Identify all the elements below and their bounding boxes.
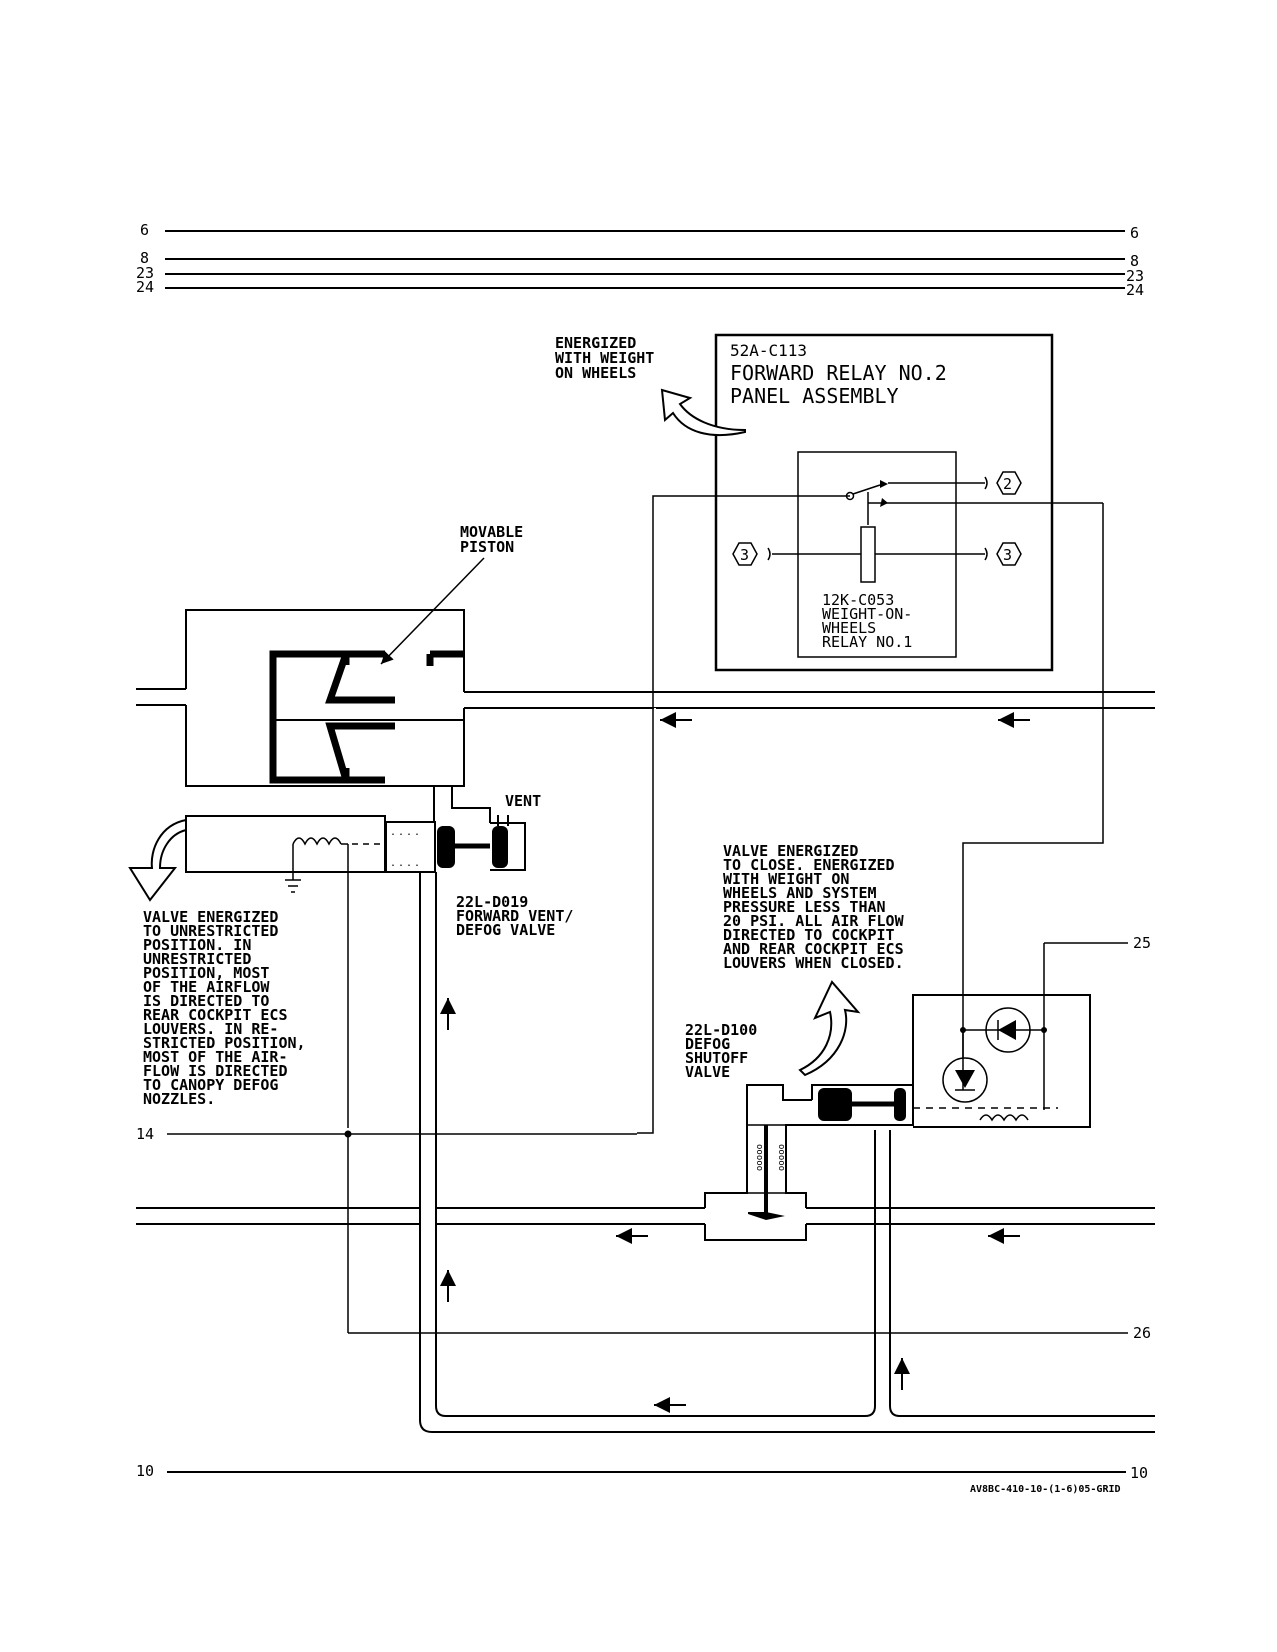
svg-text:ooooo: ooooo [754,1144,764,1171]
svg-text:FORWARD VENT/: FORWARD VENT/ [456,907,573,925]
wire-label-24-right: 24 [1126,281,1144,299]
wire-6: 6 6 [140,221,1139,242]
svg-text:PRESSURE LESS THAN: PRESSURE LESS THAN [723,898,886,916]
curved-arrow-icon [128,818,187,902]
svg-text:ooooo: ooooo [776,1144,786,1171]
vent-valve-label: 22L-D019 FORWARD VENT/ DEFOG VALVE [456,893,573,939]
svg-text:VALVE ENERGIZED: VALVE ENERGIZED [143,908,278,926]
note-movable-piston: MOVABLE PISTON [460,523,523,556]
svg-text:DEFOG: DEFOG [685,1035,730,1053]
defog-shutoff-valve: ooooo ooooo [704,942,1128,1241]
svg-text:DEFOG VALVE: DEFOG VALVE [456,921,555,939]
wire-label-6-right: 6 [1130,224,1139,242]
svg-text:VALVE ENERGIZED: VALVE ENERGIZED [723,842,858,860]
svg-text:STRICTED POSITION,: STRICTED POSITION, [143,1034,306,1052]
svg-text:MOVABLE: MOVABLE [460,523,523,541]
svg-text:FLOW IS DIRECTED: FLOW IS DIRECTED [143,1062,288,1080]
upper-duct [136,688,1155,721]
wire-label-8-left: 8 [140,249,149,267]
wire-label-8-right: 8 [1130,252,1139,270]
svg-text:20 PSI. ALL AIR FLOW: 20 PSI. ALL AIR FLOW [723,912,905,930]
shutoff-valve-label: 22L-D100 DEFOG SHUTOFF VALVE [685,1021,757,1081]
svg-text:VALVE: VALVE [685,1063,730,1081]
vent-defog-solenoid: .... .... [185,786,526,1128]
figure-id: AV8BC-410-10-(1-6)05-GRID [970,1484,1121,1495]
wire-label-14: 14 [136,1125,154,1143]
svg-text:3: 3 [1003,546,1012,564]
svg-text:ON WHEELS: ON WHEELS [555,364,636,382]
svg-text:LOUVERS WHEN CLOSED.: LOUVERS WHEN CLOSED. [723,954,904,972]
wire-23: 23 23 [136,264,1144,285]
svg-text:NOZZLES.: NOZZLES. [143,1090,215,1108]
svg-text:TO CLOSE. ENERGIZED: TO CLOSE. ENERGIZED [723,856,895,874]
wire-24: 24 24 [136,278,1144,299]
svg-text:SHUTOFF: SHUTOFF [685,1049,748,1067]
wire-14: 14 [136,1125,1128,1334]
relay-panel-id: 52A-C113 [730,341,807,360]
wire-label-10-left: 10 [136,1462,154,1480]
svg-text:2: 2 [1003,475,1012,493]
svg-text:WHEELS AND SYSTEM: WHEELS AND SYSTEM [723,884,877,902]
svg-text:IS DIRECTED TO: IS DIRECTED TO [143,992,269,1010]
wire-label-23-right: 23 [1126,267,1144,285]
vent-defog-valve-body [185,609,465,787]
svg-text:LOUVERS. IN RE-: LOUVERS. IN RE- [143,1020,278,1038]
wire-label-26: 26 [1133,1324,1151,1342]
note-vent-valve: VALVE ENERGIZED TO UNRESTRICTED POSITION… [143,908,306,1108]
svg-text:OF THE AIRFLOW: OF THE AIRFLOW [143,978,270,996]
svg-text:UNRESTRICTED: UNRESTRICTED [143,950,251,968]
curved-arrow-icon [660,388,746,437]
note-shutoff-valve: VALVE ENERGIZED TO CLOSE. ENERGIZED WITH… [723,842,905,972]
svg-text:WITH WEIGHT ON: WITH WEIGHT ON [723,870,849,888]
wire-label-6-left: 6 [140,221,149,239]
wire-label-25: 25 [1133,934,1151,952]
svg-text:REAR COCKPIT ECS: REAR COCKPIT ECS [143,1006,288,1024]
leader-arrow-icon [380,557,485,665]
svg-text:AND REAR COCKPIT ECS: AND REAR COCKPIT ECS [723,940,904,958]
svg-text:DIRECTED TO COCKPIT: DIRECTED TO COCKPIT [723,926,895,944]
relay-name-1: WEIGHT-ON- [822,605,912,623]
relay-name-3: RELAY NO.1 [822,633,912,651]
pin-3-left-connector: 3 [732,542,771,566]
wire-8: 8 8 [140,249,1139,270]
lower-duct [136,1207,1155,1225]
pin-3-right-connector: 3 [984,542,1022,566]
relay-panel: 52A-C113 FORWARD RELAY NO.2 PANEL ASSEMB… [714,333,1103,672]
svg-text:MOST OF THE AIR-: MOST OF THE AIR- [143,1048,288,1066]
relay-panel-title-2: PANEL ASSEMBLY [730,384,899,408]
svg-text:TO UNRESTRICTED: TO UNRESTRICTED [143,922,278,940]
svg-text:TO CANOPY DEFOG: TO CANOPY DEFOG [143,1076,278,1094]
svg-text:22L-D100: 22L-D100 [685,1021,757,1039]
svg-text:....: .... [390,858,422,869]
svg-text:POSITION. IN: POSITION. IN [143,936,251,954]
wire-label-24-left: 24 [136,278,154,296]
wire-10: 10 10 [136,1462,1148,1482]
relay-name-2: WHEELS [822,619,876,637]
wire-label-10-right: 10 [1130,1464,1148,1482]
svg-text:22L-D019: 22L-D019 [456,893,528,911]
relay-panel-title-1: FORWARD RELAY NO.2 [730,361,947,385]
vent-duct [419,872,1155,1433]
vent-label: VENT [505,792,541,810]
svg-text:....: .... [390,827,422,838]
svg-text:POSITION, MOST: POSITION, MOST [143,964,269,982]
svg-text:3: 3 [740,546,749,564]
svg-text:PISTON: PISTON [460,538,514,556]
note-weight-on-wheels: ENERGIZED WITH WEIGHT ON WHEELS [555,334,654,382]
pin-2-connector: 2 [984,471,1022,495]
svg-text:ENERGIZED: ENERGIZED [555,334,636,352]
curved-arrow-icon [798,980,861,1077]
svg-text:WITH WEIGHT: WITH WEIGHT [555,349,654,367]
wire-label-23-left: 23 [136,264,154,282]
relay-id: 12K-C053 [822,591,894,609]
